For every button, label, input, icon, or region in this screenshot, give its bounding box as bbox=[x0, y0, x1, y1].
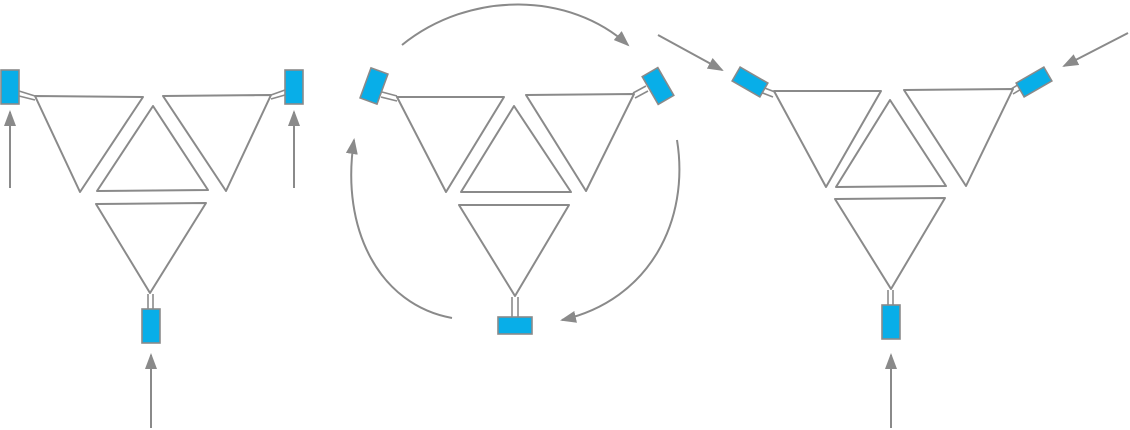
triangle-top-left bbox=[396, 96, 505, 193]
connector-left bbox=[380, 91, 398, 102]
block-right bbox=[641, 66, 675, 106]
arrow-rotate-top bbox=[401, 3, 630, 47]
triangle-frame bbox=[396, 93, 635, 297]
arrow-rotate-right bbox=[560, 139, 681, 323]
block-bottom bbox=[881, 304, 901, 340]
panel-left bbox=[0, 69, 304, 428]
triangle-bottom bbox=[95, 202, 207, 294]
block-left bbox=[359, 66, 389, 106]
block-right bbox=[284, 69, 304, 105]
connector-right bbox=[632, 85, 649, 99]
arrow-diagonal-right bbox=[1062, 32, 1129, 67]
connector-left bbox=[18, 90, 36, 101]
triangle-top-right bbox=[525, 93, 635, 192]
triangle-top-middle bbox=[96, 105, 209, 192]
connector-bottom bbox=[511, 297, 519, 317]
triangle-frame bbox=[34, 94, 272, 294]
triangle-top-left bbox=[773, 90, 882, 188]
triangle-top-left bbox=[34, 95, 144, 193]
triangle-top-right bbox=[903, 88, 1014, 187]
triangle-bottom bbox=[834, 197, 946, 290]
triangle-top-middle bbox=[460, 105, 572, 193]
block-bottom bbox=[141, 308, 161, 344]
panel-center bbox=[345, 3, 681, 335]
connector-right bbox=[270, 89, 286, 100]
triangle-top-middle bbox=[835, 99, 947, 188]
block-right bbox=[1015, 65, 1053, 99]
triangle-top-right bbox=[162, 94, 272, 192]
block-left bbox=[0, 69, 20, 105]
arrow-diagonal-left bbox=[657, 34, 724, 71]
block-left bbox=[731, 65, 769, 99]
triangle-bottom bbox=[458, 204, 570, 297]
block-bottom bbox=[497, 316, 533, 335]
arrow-rotate-left bbox=[345, 138, 453, 319]
panel-right bbox=[657, 32, 1129, 428]
connector-bottom bbox=[147, 294, 154, 309]
triangle-frame bbox=[773, 88, 1014, 290]
connector-bottom bbox=[887, 290, 894, 305]
